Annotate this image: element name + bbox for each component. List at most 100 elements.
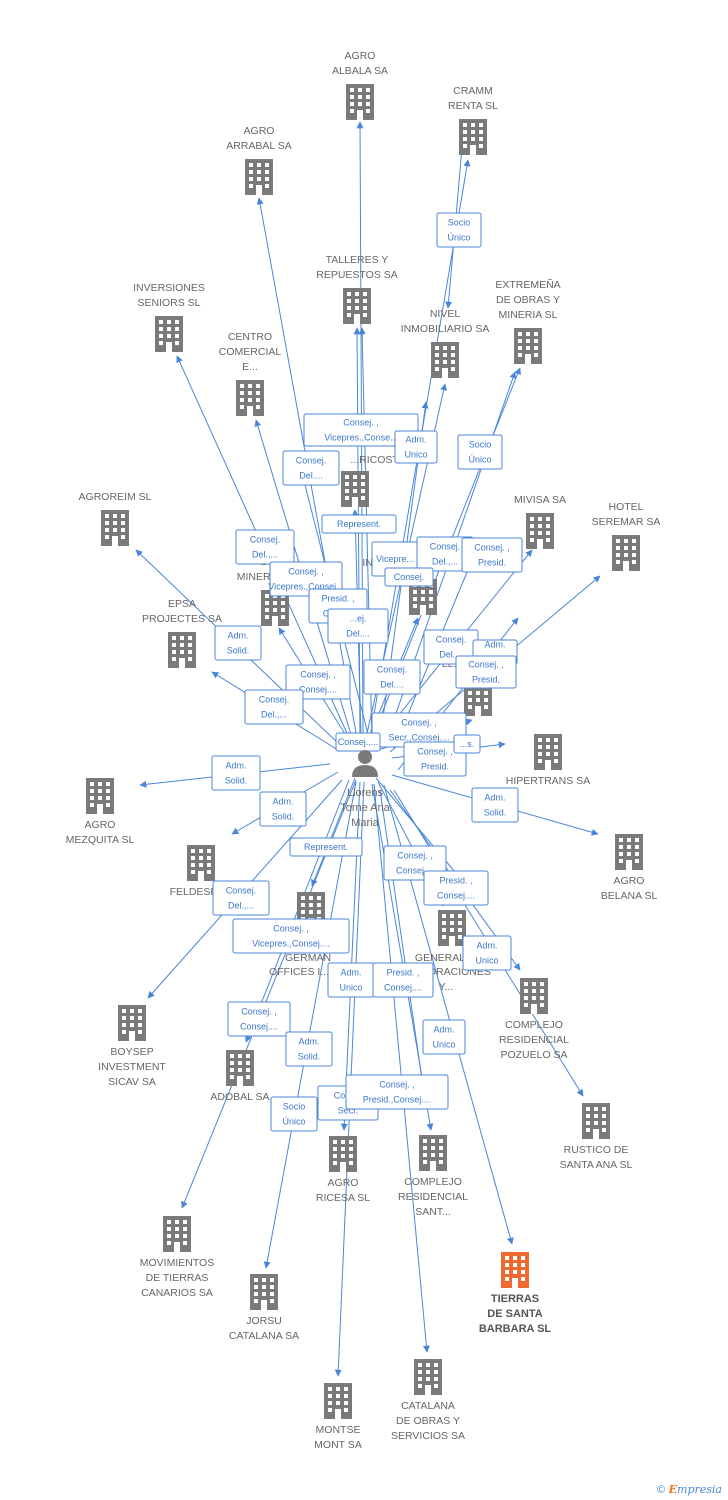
role-badge[interactable]: Represent.: [321, 514, 397, 534]
building-icon: [155, 316, 183, 352]
relationship-edge: [311, 777, 356, 887]
company-node-agroreim[interactable]: AGROREIM SL: [79, 491, 152, 546]
role-badge[interactable]: Consej. ,Presid.: [403, 741, 467, 777]
role-badge[interactable]: Adm.Solid.: [214, 625, 262, 661]
role-text-line: Presid.,Consej....: [363, 1095, 432, 1105]
role-badge[interactable]: ...ej.Del....: [327, 608, 389, 644]
role-badge[interactable]: Adm.Solid.: [285, 1031, 333, 1067]
role-badge[interactable]: Adm.Solid.: [259, 791, 307, 827]
role-badge[interactable]: Consej.,...: [335, 732, 381, 752]
role-badge-box: [212, 880, 270, 916]
role-badge-box: [227, 1001, 291, 1037]
role-text-line: Consej. ,: [241, 1007, 277, 1017]
company-name-line: PROJECTES SA: [142, 613, 222, 625]
role-badge[interactable]: Consej. ,Presid.,Consej....: [345, 1074, 449, 1110]
company-name-line: RESIDENCIAL: [499, 1034, 569, 1046]
role-badge[interactable]: ...s.: [453, 734, 481, 754]
building-icon: [520, 978, 548, 1014]
role-text-line: Consej. ,: [343, 418, 379, 428]
role-badge[interactable]: Consej. ,Vicepres.,Conse...: [303, 413, 419, 447]
role-badge[interactable]: Adm.Solid.: [211, 755, 261, 791]
company-name-line: POZUELO SA: [500, 1049, 567, 1061]
role-badge[interactable]: Consej. ,Presid.: [455, 655, 517, 689]
role-text-line: Del....: [346, 629, 370, 639]
building-icon: [459, 119, 487, 155]
role-badge[interactable]: Consej.Del.,...: [244, 689, 304, 725]
role-badge[interactable]: Consej. ,Vicepres.,Consej...: [268, 561, 344, 597]
company-name-line: TIERRAS: [491, 1293, 539, 1305]
role-badge[interactable]: Consej.Del.,...: [212, 880, 270, 916]
role-text-line: Presid. ,: [386, 968, 419, 978]
role-text-line: Secr.: [338, 1106, 359, 1116]
role-text-line: Consej.: [394, 572, 425, 582]
role-badge[interactable]: Presid. ,Consej....: [423, 870, 489, 906]
role-text-line: Vicepre...: [376, 554, 414, 564]
role-badge[interactable]: Consej. ,Consej....: [227, 1001, 291, 1037]
role-text-line: Consej.: [436, 635, 467, 645]
role-text-line: Adm.: [340, 968, 361, 978]
role-badge[interactable]: Consej.Del.,...: [235, 529, 295, 565]
role-text-line: Consej. ,: [397, 851, 433, 861]
company-node-adobal[interactable]: ADOBAL SA: [210, 1050, 270, 1103]
company-name-line: SEREMAR SA: [592, 516, 661, 528]
role-text-line: Del.,...: [252, 550, 278, 560]
company-name-line: MOVIMIENTOS: [140, 1257, 214, 1269]
building-icon: [615, 834, 643, 870]
company-name-line: SERVICIOS SA: [391, 1430, 465, 1442]
role-badge[interactable]: Consej. ,Secr.,Consej....: [371, 712, 467, 748]
company-name-line: INVERSIONES: [133, 282, 205, 294]
company-name-line: SANTA ANA SL: [560, 1159, 633, 1171]
role-badge-box: [423, 870, 489, 906]
company-name-line: ALBALA SA: [332, 65, 388, 77]
role-text-line: Socio: [283, 1102, 306, 1112]
company-name-line: MINERIA SL: [499, 309, 558, 321]
building-icon: [431, 342, 459, 378]
company-node-hipertrans[interactable]: HIPERTRANS SA: [506, 734, 590, 787]
role-badge[interactable]: Consej.Del....: [282, 450, 340, 486]
company-node-complejo-sant[interactable]: COMPLEJORESIDENCIALSANT...: [398, 1135, 468, 1218]
company-node-mivisa[interactable]: MIVISA SA: [514, 494, 566, 549]
role-text-line: Vicepres.,Consej....: [252, 939, 330, 949]
role-badge[interactable]: Represent.: [289, 837, 363, 857]
role-badge-box: [282, 450, 340, 486]
company-node-centro-comercial[interactable]: CENTROCOMERCIALE...: [219, 331, 282, 416]
role-badge[interactable]: Adm.Unico: [422, 1019, 466, 1055]
role-badge[interactable]: Presid. ,Consej....: [372, 962, 434, 998]
role-badge[interactable]: Consej.Del....: [363, 659, 421, 695]
building-icon: [163, 1216, 191, 1252]
role-badge[interactable]: Adm.Unico: [327, 962, 375, 998]
role-badge[interactable]: Consej. ,Presid.: [461, 537, 523, 573]
role-badge[interactable]: Adm.Solid.: [471, 787, 519, 823]
role-badge[interactable]: Adm.Unico: [394, 430, 438, 464]
role-badge[interactable]: Consej. ,Vicepres.,Consej....: [232, 918, 350, 954]
role-text-line: Consej....: [396, 866, 434, 876]
role-text-line: Consej. ,: [417, 747, 453, 757]
role-badge[interactable]: Adm.Unico: [462, 935, 512, 971]
role-badge[interactable]: Consej.: [384, 567, 434, 587]
